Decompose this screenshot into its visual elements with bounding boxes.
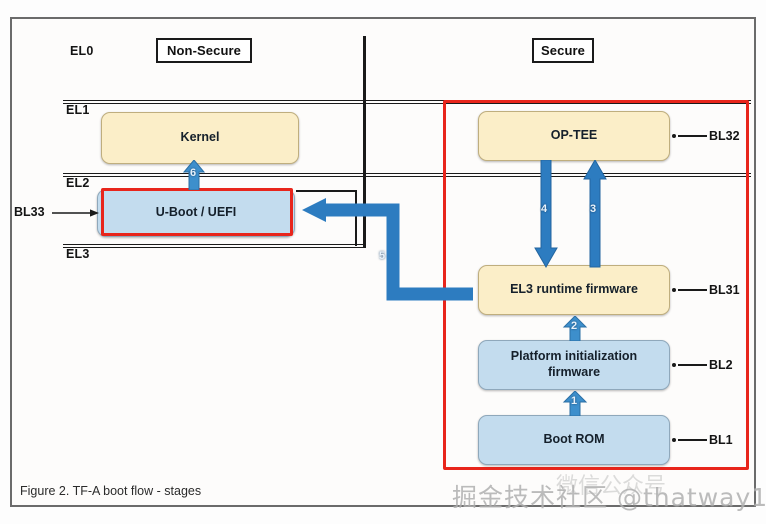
non-secure-tag: Non-Secure [156,38,252,63]
flow-arrow-4 [534,160,558,268]
el2-rule [63,173,751,177]
bl1-leader-line [678,439,707,441]
box-kernel[interactable]: Kernel [101,112,299,164]
flow-arrow-5 [302,198,473,301]
el1-rule [63,100,751,104]
secure-world-highlight [443,100,749,470]
el-label-el2: EL2 [66,176,90,190]
flow-arrow-3 [583,160,607,268]
box-platform-init-label: Platform initialization firmware [511,349,637,380]
box-platform-init-label-line1: Platform initialization [510,349,638,364]
flow-arrow-1 [562,391,588,416]
bl2-leader-line [678,364,707,366]
box-uboot-label: U-Boot / UEFI [155,205,237,220]
bl31-leader-dot [672,288,676,292]
box-optee[interactable]: OP-TEE [478,111,670,161]
box-el3-runtime-label: EL3 runtime firmware [510,282,638,297]
box-platform-init[interactable]: Platform initialization firmware [478,340,670,390]
bl-label-bl32: BL32 [709,129,740,143]
el3-rule [63,244,365,248]
bl33-leader-arrow [52,209,99,217]
secure-world-divider [363,36,366,248]
box-platform-init-label-line2: firmware [547,365,601,379]
bl-label-bl33: BL33 [14,205,45,219]
bl32-leader-line [678,135,707,137]
el3-bracket-horizontal [296,190,356,192]
figure-caption: Figure 2. TF-A boot flow - stages [20,484,202,498]
box-kernel-label: Kernel [180,130,220,145]
box-boot-rom[interactable]: Boot ROM [478,415,670,465]
flow-arrow-2 [562,316,588,341]
box-optee-label: OP-TEE [550,128,598,143]
box-boot-rom-label: Boot ROM [543,432,605,447]
bl32-leader-dot [672,134,676,138]
secure-tag: Secure [532,38,594,63]
flow-arrow-6 [182,160,206,190]
bl2-leader-dot [672,363,676,367]
bl-label-bl1: BL1 [709,433,733,447]
el3-bracket-vertical [355,190,357,246]
el-label-el1: EL1 [66,103,90,117]
el-label-el0: EL0 [70,44,94,58]
bl1-leader-dot [672,438,676,442]
el-label-el3: EL3 [66,247,90,261]
box-el3-runtime[interactable]: EL3 runtime firmware [478,265,670,315]
bl-label-bl31: BL31 [709,283,740,297]
bl-label-bl2: BL2 [709,358,733,372]
uboot-highlight [101,188,293,236]
bl31-leader-line [678,289,707,291]
